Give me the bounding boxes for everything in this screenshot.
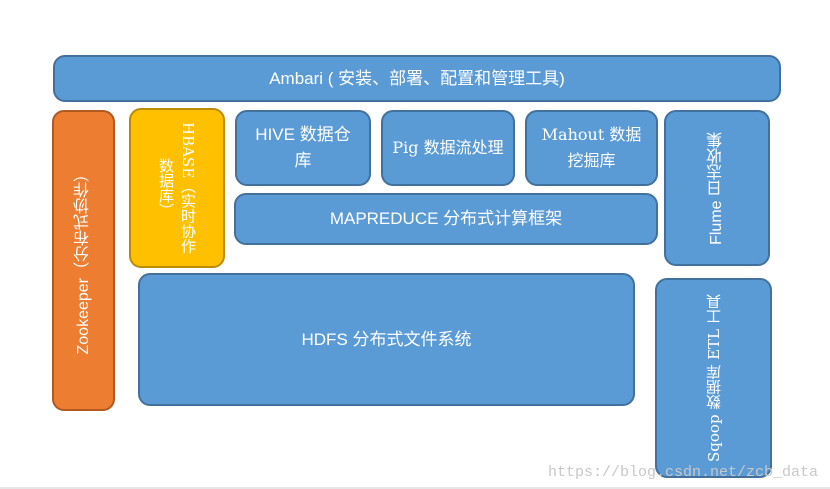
hbase-box: HBASE（实时协作数据库）	[129, 108, 225, 268]
mahout-label: Mahout 数据挖掘库	[541, 125, 642, 170]
hive-label: HIVE 数据仓库	[255, 125, 351, 170]
ambari-label: Ambari ( 安装、部署、配置和管理工具)	[269, 68, 565, 88]
mapreduce-box: MAPREDUCE 分布式计算框架	[234, 193, 658, 245]
zookeeper-label: Zookeeper（分布式协作）	[74, 166, 92, 355]
hbase-label: HBASE（实时协作数据库）	[157, 122, 197, 254]
zookeeper-box: Zookeeper（分布式协作）	[52, 110, 115, 411]
pig-label: Pig 数据流处理	[392, 138, 504, 157]
hdfs-box: HDFS 分布式文件系统	[138, 273, 635, 406]
hdfs-label: HDFS 分布式文件系统	[301, 329, 472, 349]
bottom-divider	[0, 487, 830, 489]
sqoop-label: Sqoop 数据库 ETL 工具	[704, 294, 723, 462]
mahout-box: Mahout 数据挖掘库	[525, 110, 658, 186]
pig-box: Pig 数据流处理	[381, 110, 515, 186]
ambari-box: Ambari ( 安装、部署、配置和管理工具)	[53, 55, 781, 102]
flume-label: Flume 日志收集	[708, 131, 725, 245]
sqoop-box: Sqoop 数据库 ETL 工具	[655, 278, 772, 478]
watermark-text: https://blog.csdn.net/zcb_data	[547, 464, 818, 481]
hive-box: HIVE 数据仓库	[235, 110, 371, 186]
mapreduce-label: MAPREDUCE 分布式计算框架	[329, 209, 563, 228]
flume-box: Flume 日志收集	[664, 110, 770, 266]
